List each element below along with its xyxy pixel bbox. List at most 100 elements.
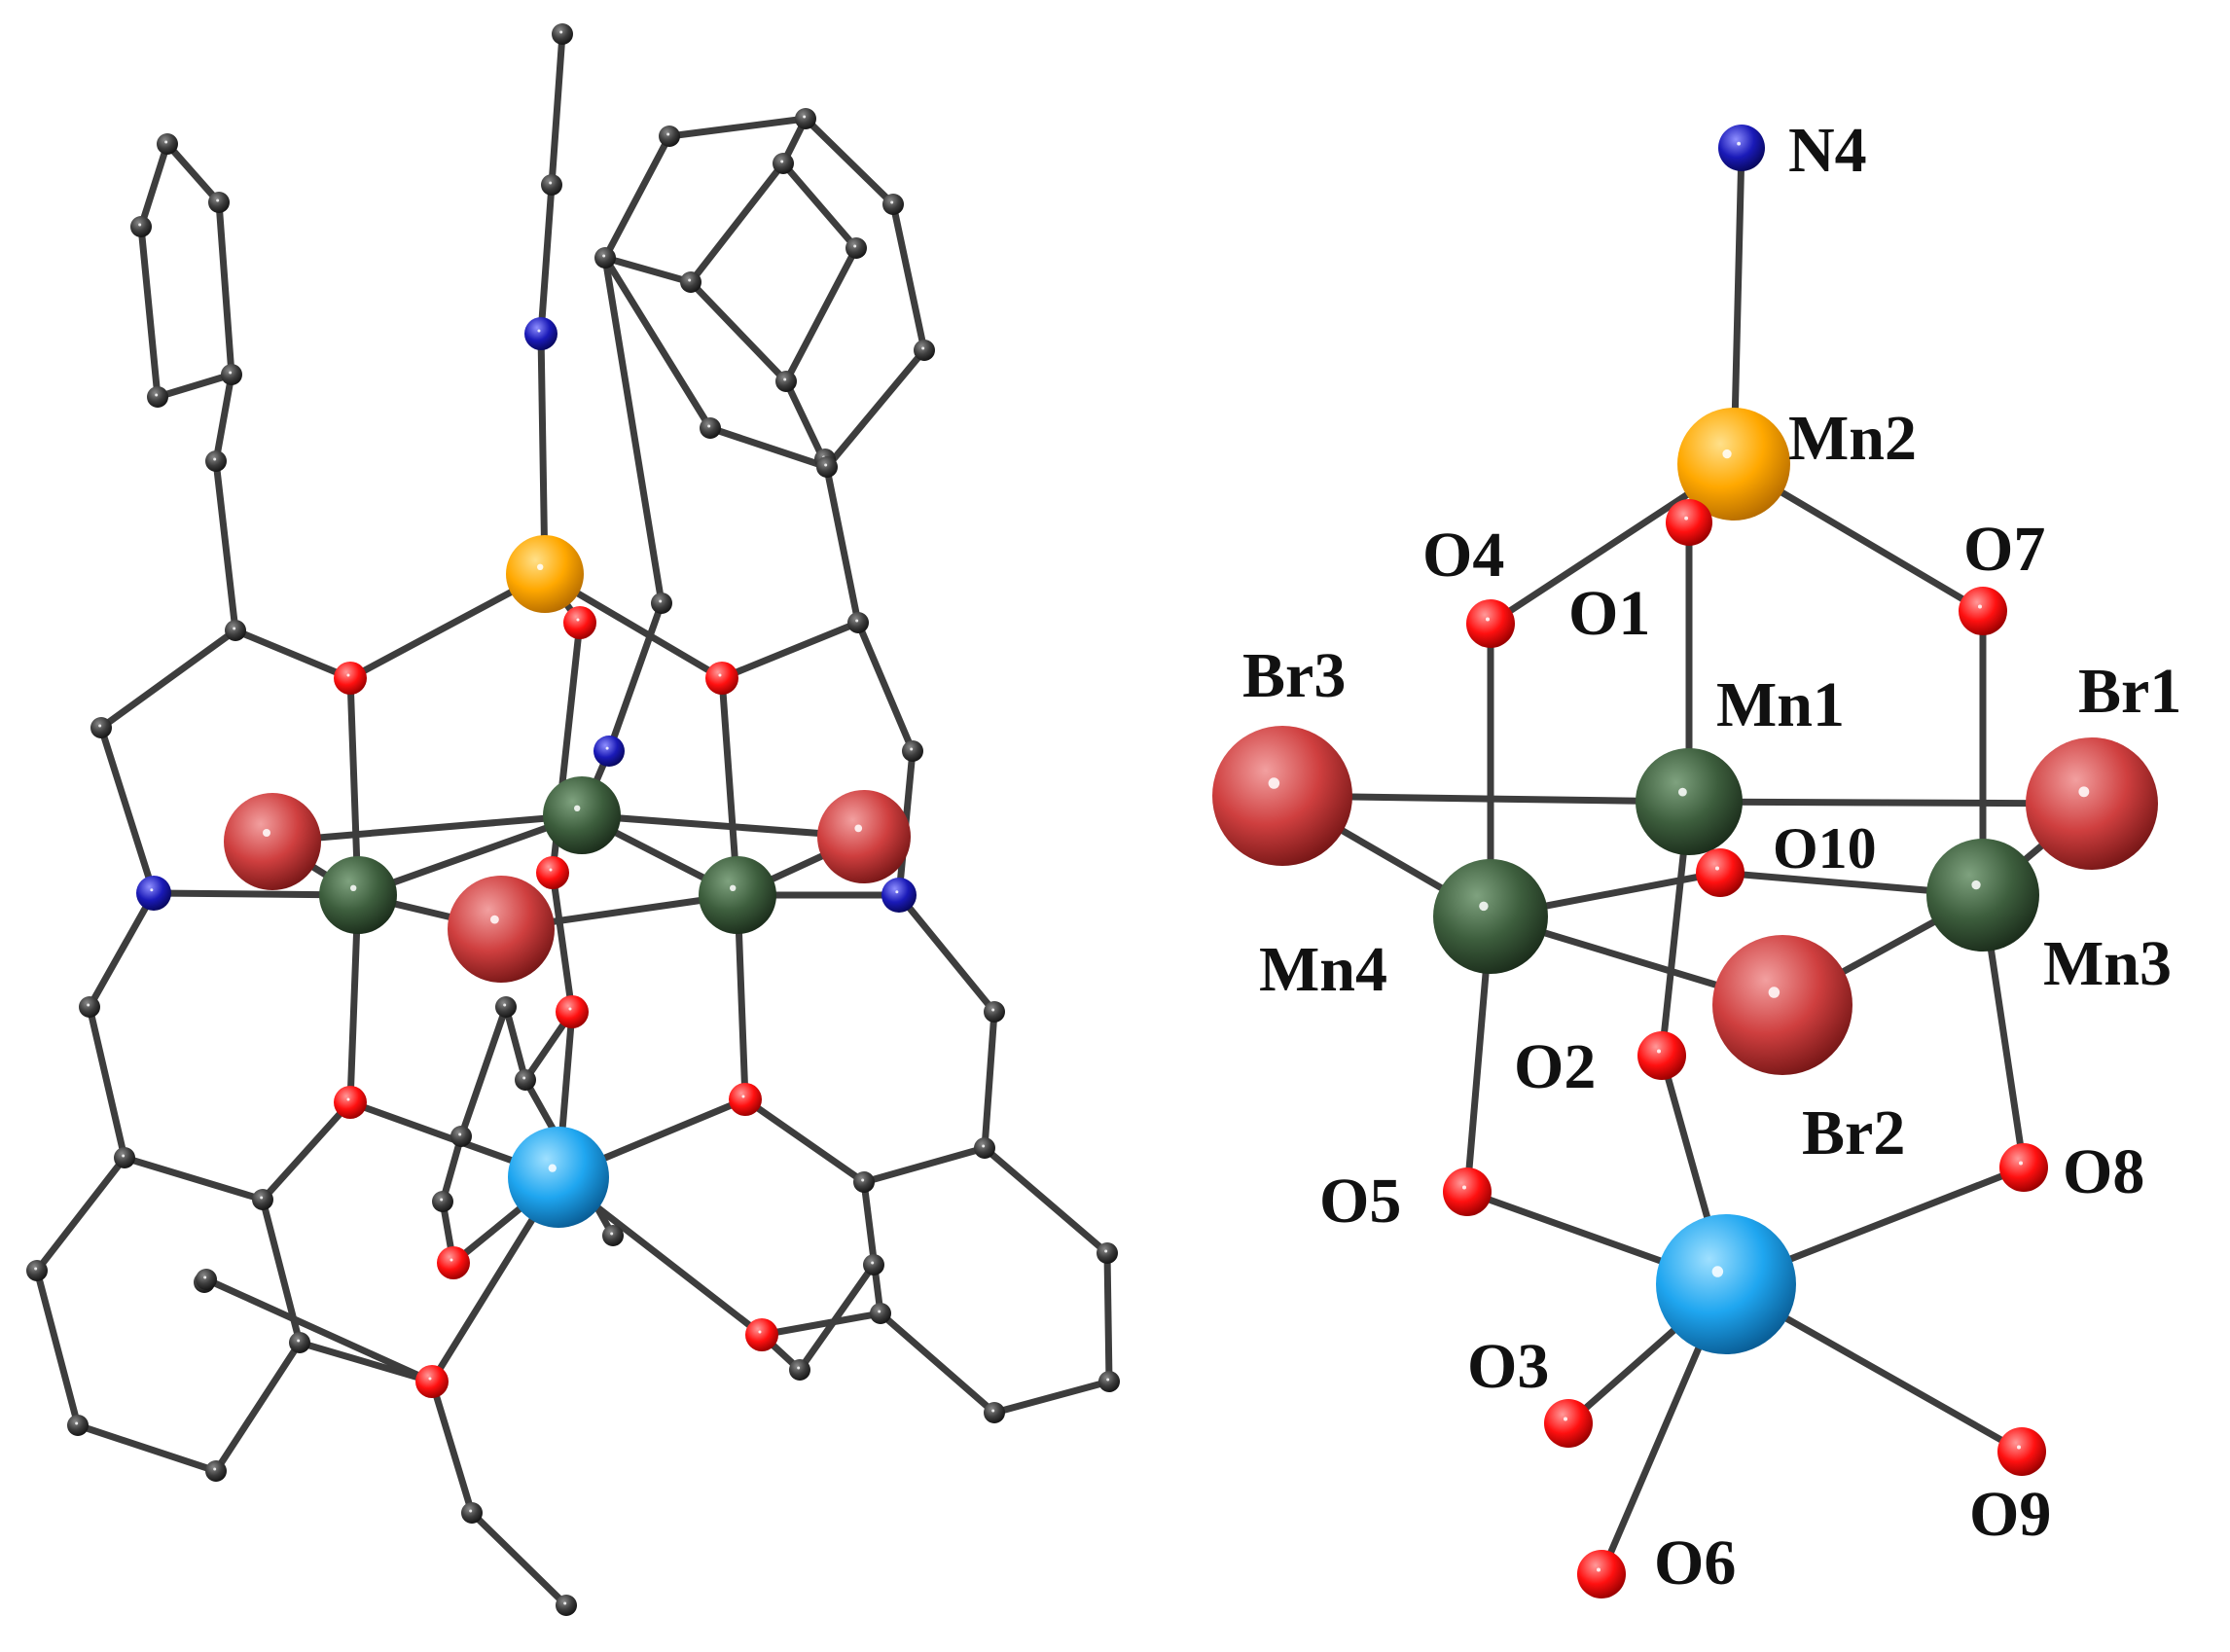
- left-atom-ol1: [437, 1246, 470, 1279]
- core-atom-highlight: [1657, 1049, 1661, 1054]
- left-atom-bl5: [289, 1332, 310, 1353]
- left-atom-otc: [563, 606, 596, 639]
- core-atom-highlight: [1268, 777, 1280, 789]
- left-bond: [457, 1003, 510, 1140]
- left-atom-highlight: [490, 915, 499, 924]
- left-atom-highlight: [688, 278, 692, 282]
- left-atom-oc: [536, 856, 569, 889]
- left-bond: [269, 811, 586, 845]
- left-atom-highlight: [666, 132, 670, 136]
- left-atom-highlight: [890, 200, 894, 204]
- left-atom-highlight: [537, 329, 541, 333]
- left-atom-cx1: [789, 1359, 810, 1381]
- left-bond: [779, 160, 860, 252]
- left-atom-ot2: [705, 662, 738, 695]
- core-atom-highlight: [1597, 1567, 1601, 1572]
- left-bond: [74, 1421, 220, 1475]
- core-atom-highlight: [1715, 866, 1719, 871]
- left-atom-highlight: [122, 1154, 126, 1158]
- left-atom-highlight: [537, 563, 544, 570]
- left-bond: [549, 869, 576, 1016]
- left-bond: [212, 457, 239, 634]
- left-atom-cr3: [984, 1001, 1005, 1023]
- left-atom-highlight: [605, 746, 609, 750]
- core-atom-mn1: [1636, 748, 1743, 855]
- left-atom-pl4: [147, 386, 168, 408]
- left-bond: [163, 140, 223, 206]
- left-atom-highlight: [991, 1008, 995, 1012]
- label-o2: O2: [1514, 1031, 1596, 1102]
- left-atom-highlight: [350, 884, 357, 891]
- left-atom-highlight: [574, 805, 581, 811]
- left-atom-highlight: [559, 30, 563, 34]
- left-bond: [796, 1261, 878, 1374]
- core-atom-highlight: [1479, 901, 1489, 912]
- left-atom-highlight: [164, 140, 168, 144]
- left-bond: [823, 346, 928, 471]
- core-atom-labels: N4 Mn2 O4 O1 O7 Br3 Mn1 Br1 O10 Mn4 Mn3 …: [1242, 115, 2181, 1598]
- left-bond: [86, 1003, 128, 1162]
- left-bond: [578, 811, 868, 841]
- left-atom-br2b: [1097, 1242, 1118, 1264]
- left-atom-ob2: [729, 1083, 762, 1116]
- left-atom-cm4: [432, 1191, 453, 1212]
- left-atom-highlight: [855, 619, 859, 623]
- left-atom-cr2: [902, 740, 923, 762]
- core-atom-mn5: [1656, 1214, 1796, 1354]
- left-atom-highlight: [75, 1421, 79, 1425]
- left-bond: [259, 1098, 354, 1203]
- left-atom-om: [556, 995, 589, 1028]
- left-bond: [154, 371, 235, 401]
- core-atom-highlight: [1462, 1185, 1466, 1190]
- left-bond: [601, 254, 695, 286]
- left-atom-highlight: [213, 457, 217, 461]
- left-atom-highlight: [216, 198, 220, 202]
- left-bond: [121, 1154, 267, 1203]
- left-bond: [354, 811, 586, 899]
- left-atom-pr7: [594, 247, 616, 269]
- left-atom-nt: [524, 317, 558, 350]
- left-atom-br3b: [1098, 1371, 1120, 1392]
- left-atom-highlight: [780, 160, 784, 163]
- core-atom-highlight: [1722, 449, 1732, 459]
- left-atom-highlight: [853, 244, 857, 248]
- core-atom-o9: [1997, 1427, 2046, 1476]
- core-atom-o4: [1466, 599, 1515, 648]
- label-o1: O1: [1568, 578, 1650, 649]
- left-atom-e1: [196, 1269, 217, 1290]
- core-atom-br1: [2026, 737, 2158, 870]
- left-bond: [706, 424, 831, 471]
- left-atom-cm6: [602, 1225, 624, 1246]
- left-atom-cm5: [515, 1069, 536, 1091]
- left-atom-pr3: [882, 194, 904, 215]
- left-atom-highlight: [783, 377, 787, 381]
- left-atom-highlight: [991, 1409, 995, 1413]
- label-o10: O10: [1773, 816, 1877, 880]
- left-atom-highlight: [659, 599, 663, 603]
- left-atom-highlight: [878, 1310, 881, 1313]
- full-molecule-view: [26, 23, 1120, 1616]
- left-atom-pl1: [157, 133, 178, 155]
- label-mn3: Mn3: [2043, 928, 2172, 999]
- left-atom-brm: [448, 876, 555, 983]
- left-atom-highlight: [150, 888, 154, 892]
- left-bond: [33, 1154, 128, 1275]
- left-bond: [137, 223, 162, 401]
- label-mn1: Mn1: [1716, 669, 1845, 740]
- left-atom-brr: [817, 790, 911, 883]
- core-atom-highlight: [1486, 617, 1490, 622]
- left-bond: [137, 140, 171, 231]
- left-atom-highlight: [34, 1267, 38, 1271]
- left-bond: [601, 132, 673, 262]
- left-bond: [605, 599, 665, 755]
- left-bond: [802, 115, 897, 208]
- left-bond: [782, 244, 860, 385]
- left-atom-mnc: [543, 776, 621, 854]
- left-atom-highlight: [260, 1196, 264, 1200]
- left-atom-e2: [461, 1502, 483, 1524]
- left-bond: [232, 627, 354, 682]
- left-bond: [877, 1310, 998, 1417]
- core-atom-br2: [1712, 935, 1852, 1075]
- left-atom-highlight: [707, 424, 711, 428]
